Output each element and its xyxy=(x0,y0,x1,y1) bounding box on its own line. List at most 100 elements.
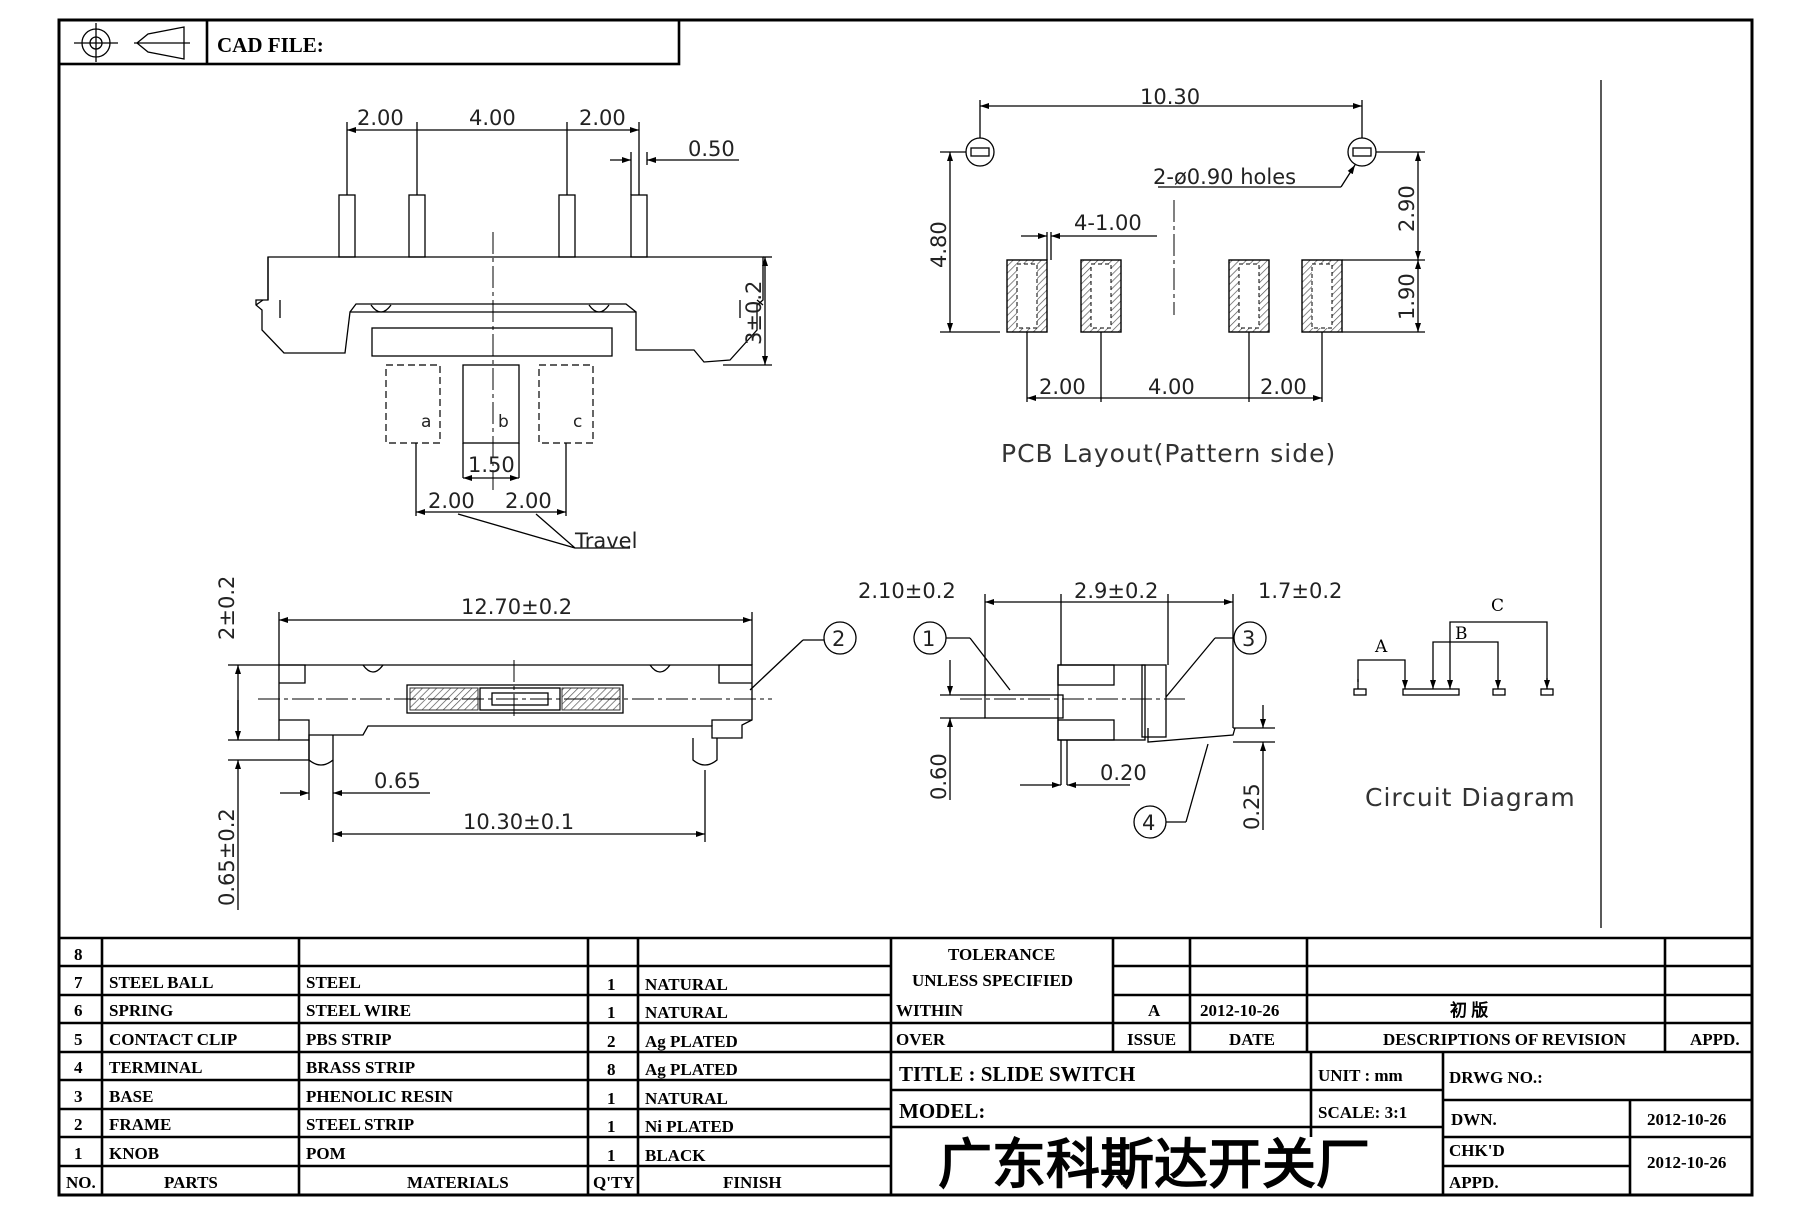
dim-pcb-pitch-2: 4.00 xyxy=(1148,375,1195,399)
approved-label: APPD. xyxy=(1449,1173,1499,1192)
dim-front-height: 2±0.2 xyxy=(215,576,239,640)
contact-b-label: b xyxy=(498,412,509,432)
bom-row-qty: 1 xyxy=(607,1003,616,1022)
callout-2 xyxy=(823,621,857,655)
bom-row-material: POM xyxy=(306,1144,346,1163)
pin xyxy=(408,194,426,258)
circuit-label-a: A xyxy=(1374,637,1388,657)
pin xyxy=(558,194,576,258)
top-view: a b c 2.00 4.00 2.00 0.50 3±0.2 1.50 2.0… xyxy=(255,106,772,553)
dim-pcb-height: 4.80 xyxy=(927,221,951,268)
callout-4-label: 4 xyxy=(1142,811,1155,835)
tolerance-within: WITHIN xyxy=(896,1001,964,1020)
dim-top-pitch-2: 4.00 xyxy=(469,106,516,130)
tolerance-over: OVER xyxy=(896,1030,946,1049)
circuit-label-c: C xyxy=(1491,596,1504,616)
knob-slot xyxy=(371,327,613,357)
side-knob xyxy=(984,694,1064,719)
bom-row-qty: 2 xyxy=(607,1032,616,1051)
front-view: 12.70±0.2 2±0.2 0.65 10.30±0.1 0.65±0.2 … xyxy=(215,576,857,910)
bom-row-part: BASE xyxy=(109,1087,153,1106)
pcb-layout-title: PCB Layout(Pattern side) xyxy=(1001,439,1336,468)
circuit-diagram-title: Circuit Diagram xyxy=(1365,783,1576,812)
projection-symbol-icon xyxy=(74,23,190,62)
bom-row-part: KNOB xyxy=(109,1144,159,1163)
dim-pcb-span: 10.30 xyxy=(1140,85,1200,109)
bom-row-part: STEEL BALL xyxy=(109,973,213,992)
bom-header-qty: Q'TY xyxy=(593,1173,635,1192)
drawing-number-label: DRWG NO.: xyxy=(1449,1068,1543,1087)
dim-side-c: 1.7±0.2 xyxy=(1258,579,1342,603)
dim-front-065: 0.65 xyxy=(374,769,421,793)
callout-3-label: 3 xyxy=(1242,627,1255,651)
callout-2-label: 2 xyxy=(832,627,845,651)
contact-a xyxy=(385,364,441,444)
dim-holes: 2-ø0.90 holes xyxy=(1153,165,1296,189)
dim-pad-width: 4-1.00 xyxy=(1074,211,1142,235)
callout-1-label: 1 xyxy=(922,627,935,651)
scale-label: SCALE: 3:1 xyxy=(1318,1103,1407,1122)
bom-row-qty: 8 xyxy=(607,1060,616,1079)
header-box: CAD FILE: xyxy=(57,18,681,66)
bom-row-material: PBS STRIP xyxy=(306,1030,392,1049)
drawn-date: 2012-10-26 xyxy=(1647,1110,1726,1129)
bom-header-no: NO. xyxy=(66,1173,96,1192)
dim-side-a: 2.10±0.2 xyxy=(858,579,956,603)
dim-height: 3±0.2 xyxy=(742,281,766,345)
bom-row-no: 3 xyxy=(74,1087,83,1106)
dim-pcb-pitch-1: 2.00 xyxy=(1039,375,1086,399)
drawing-title: TITLE : SLIDE SWITCH xyxy=(899,1062,1135,1086)
dim-pcb-h2: 1.90 xyxy=(1395,273,1419,320)
company-name: 广东科斯达开关厂 xyxy=(938,1133,1370,1196)
dim-front-mount: 10.30±0.1 xyxy=(463,810,574,834)
bom-row-finish: BLACK xyxy=(645,1146,706,1165)
drawn-label: DWN. xyxy=(1451,1110,1497,1129)
dim-side-060: 0.60 xyxy=(927,753,951,800)
revision-issue: A xyxy=(1148,1001,1161,1020)
bom-row-material: BRASS STRIP xyxy=(306,1058,415,1077)
pin xyxy=(630,194,648,258)
pin xyxy=(338,194,356,258)
sheet-border xyxy=(57,18,1754,1197)
bom-row-no: 1 xyxy=(74,1144,83,1163)
bom-row-qty: 1 xyxy=(607,1089,616,1108)
mount-hole xyxy=(1347,137,1377,167)
front-body xyxy=(278,664,753,741)
mount-hole xyxy=(965,137,995,167)
bom-row-finish: NATURAL xyxy=(645,975,728,994)
dim-top-pitch-3: 2.00 xyxy=(579,106,626,130)
dim-pcb-h1: 2.90 xyxy=(1395,185,1419,232)
tolerance-unless: UNLESS SPECIFIED xyxy=(912,971,1073,990)
title-block: TOLERANCE UNLESS SPECIFIED WITHIN OVER A… xyxy=(891,938,1752,1196)
bom-row-material: STEEL xyxy=(306,973,361,992)
contact-c xyxy=(538,364,594,444)
bom-header-materials: MATERIALS xyxy=(407,1173,509,1192)
dim-knob-width: 1.50 xyxy=(468,453,515,477)
contact-c-label: c xyxy=(573,412,582,432)
tolerance-title: TOLERANCE xyxy=(948,945,1055,964)
travel-label: Travel xyxy=(574,529,637,553)
bom-row-part: TERMINAL xyxy=(109,1058,203,1077)
dim-side-020: 0.20 xyxy=(1100,761,1147,785)
revision-header-appd: APPD. xyxy=(1690,1030,1740,1049)
bom-row-material: STEEL WIRE xyxy=(306,1001,411,1020)
unit-label: UNIT : mm xyxy=(1318,1066,1403,1085)
contact-a-label: a xyxy=(421,412,431,432)
bom-row-finish: Ni PLATED xyxy=(645,1117,734,1136)
side-body xyxy=(1057,664,1146,741)
revision-header-issue: ISSUE xyxy=(1127,1030,1176,1049)
dim-pcb-pitch-3: 2.00 xyxy=(1260,375,1307,399)
bom-row-finish: NATURAL xyxy=(645,1003,728,1022)
cad-file-label: CAD FILE: xyxy=(217,33,324,57)
pcb-layout: 10.30 2-ø0.90 holes 4-1.00 4.80 2.90 1.9 xyxy=(927,85,1425,468)
bom-row-finish: Ag PLATED xyxy=(645,1060,738,1079)
bom-row-qty: 1 xyxy=(607,1117,616,1136)
bom-row-no: 5 xyxy=(74,1030,83,1049)
dim-front-side: 0.65±0.2 xyxy=(215,808,239,906)
dim-travel-2: 2.00 xyxy=(505,489,552,513)
circuit-diagram: C A B Circuit Diagram xyxy=(1353,596,1576,812)
model-label: MODEL: xyxy=(899,1099,985,1123)
bom-header-finish: FINISH xyxy=(723,1173,782,1192)
bom-header-parts: PARTS xyxy=(164,1173,218,1192)
